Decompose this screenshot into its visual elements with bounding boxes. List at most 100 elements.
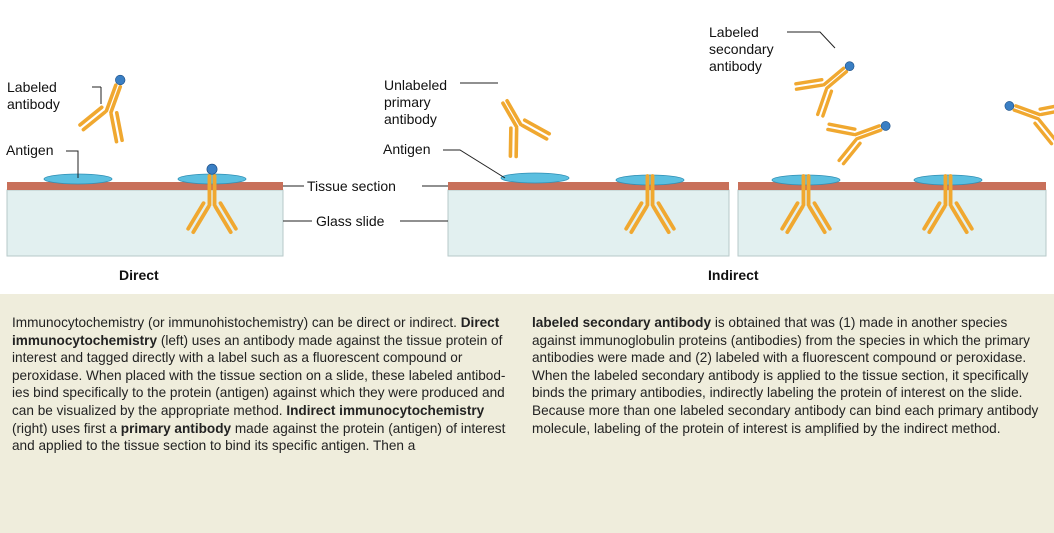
caption-left-run-4: (right) uses first a xyxy=(12,420,121,436)
secondary-bound-left-stem-a xyxy=(855,128,883,141)
secondary-bound-right-stem-a xyxy=(1014,104,1042,117)
labeled-antibody-free-arm-right-b xyxy=(78,105,104,127)
labeled-antibody-free-arm-left-a xyxy=(109,112,119,144)
secondary-bound-right-arm-right-a xyxy=(1037,118,1054,143)
primary-bound-3-arm-right-b xyxy=(922,201,942,231)
labeled-antibody-bound-arm-left-a xyxy=(213,204,233,235)
secondary-free-stem-b xyxy=(822,66,846,87)
unlabeled-primary-free-stem-b xyxy=(501,101,519,129)
caption-indirect: Indirect xyxy=(708,267,759,283)
caption-left-column: Immunocytochemistry (or immunohistochemi… xyxy=(12,314,520,455)
label-labeled-secondary-line2: secondary xyxy=(709,41,774,57)
antigen-1 xyxy=(177,173,247,185)
secondary-free-label-dot xyxy=(844,61,855,71)
label-labeled-antibody-line1: Labeled xyxy=(7,79,57,95)
antigen-2 xyxy=(500,172,570,184)
secondary-bound-right-arm-left-a xyxy=(1039,107,1054,117)
label-unlabeled-primary-line1: Unlabeled xyxy=(384,77,448,93)
labeled-antibody-free-arm-right-a xyxy=(81,110,107,132)
labeled-antibody-bound xyxy=(186,163,238,235)
primary-bound-2 xyxy=(780,174,832,235)
secondary-bound-left-arm-left-a xyxy=(837,138,858,163)
caption-left-run-0: Immunocytochemistry (or immunohistochemi… xyxy=(12,315,461,330)
caption-left-run-6: made against the protein (antigen) of in… xyxy=(12,420,506,454)
primary-bound-2-arm-right-a xyxy=(785,204,805,235)
glass-slide-2 xyxy=(737,189,1047,257)
unlabeled-primary-free-arm-right-b xyxy=(508,126,513,158)
secondary-bound-right xyxy=(1004,101,1054,146)
primary-bound-2-arm-right-b xyxy=(780,201,800,231)
primary-bound-1-arm-left-b xyxy=(656,201,676,231)
caption-box: Immunocytochemistry (or immunohistochemi… xyxy=(0,294,1054,533)
label-labeled-secondary: Labeled secondary antibody xyxy=(709,24,774,75)
unlabeled-primary-free-arm-left-b xyxy=(522,118,551,136)
primary-bound-3-arm-left-b xyxy=(954,201,974,231)
label-antigen-left: Antigen xyxy=(6,142,54,158)
secondary-bound-left-stem-b xyxy=(853,124,881,137)
primary-bound-1-arm-right-b xyxy=(624,201,644,231)
glass-slide-0 xyxy=(6,189,284,257)
antigen-4 xyxy=(771,174,841,186)
labeled-antibody-bound-arm-right-b xyxy=(186,201,206,231)
labeled-antibody-free-arm-left-b xyxy=(114,110,124,143)
leader-antigen-left xyxy=(66,150,79,178)
tissue-section-0 xyxy=(7,182,283,190)
antigen-3 xyxy=(615,174,685,186)
primary-bound-2-arm-left-a xyxy=(807,204,827,235)
primary-bound-3-arm-right-a xyxy=(927,204,947,235)
leader-labeled-secondary xyxy=(787,31,836,49)
labeled-antibody-free xyxy=(78,74,126,144)
label-glass-slide: Glass slide xyxy=(316,213,385,229)
labeled-antibody-free-label-dot xyxy=(115,74,126,86)
primary-bound-1-arm-right-a xyxy=(629,204,649,235)
label-unlabeled-primary-line3: antibody xyxy=(384,111,437,127)
tissue-section-2 xyxy=(738,182,1046,190)
secondary-bound-right-arm-left-b xyxy=(1038,102,1054,111)
caption-left-run-2: (left) uses an antibody made against the… xyxy=(12,332,506,418)
labeled-antibody-free-stem-b xyxy=(104,83,118,113)
caption-left-run-1: Direct immunocytochemistry xyxy=(12,315,500,348)
secondary-bound-left-label-dot xyxy=(880,121,891,131)
unlabeled-primary-free xyxy=(501,98,551,159)
unlabeled-primary-free-stem-a xyxy=(505,98,523,127)
secondary-free-arm-left-a xyxy=(815,87,828,117)
caption-left-run-3: Indirect immunocytochemistry xyxy=(286,402,485,418)
labeled-antibody-bound-arm-left-b xyxy=(218,201,238,231)
primary-bound-3-arm-left-a xyxy=(949,204,969,235)
secondary-free-arm-right-a xyxy=(794,83,825,91)
primary-bound-1-arm-left-a xyxy=(651,204,671,235)
secondary-free-arm-left-b xyxy=(821,89,834,118)
secondary-bound-right-stem-b xyxy=(1012,108,1040,121)
primary-bound-2-arm-left-b xyxy=(812,201,832,231)
immunocytochemistry-diagram: Labeled antibody Antigen Unlabeled prima… xyxy=(6,24,1054,283)
label-labeled-secondary-line3: antibody xyxy=(709,58,762,74)
unlabeled-primary-free-arm-left-a xyxy=(520,123,549,141)
labeled-antibody-free-stem-a xyxy=(109,85,123,115)
secondary-free xyxy=(794,61,855,118)
secondary-free-stem-a xyxy=(825,70,849,90)
secondary-bound-left-arm-right-a xyxy=(826,127,856,137)
caption-left-run-5: primary antibody xyxy=(120,420,232,436)
label-unlabeled-primary-line2: primary xyxy=(384,94,431,110)
glass-slide-1 xyxy=(447,189,730,257)
label-unlabeled-primary: Unlabeled primary antibody xyxy=(384,77,447,128)
caption-right-text: labeled secondary antibody is obtained t… xyxy=(532,314,1044,437)
tissue-section-1 xyxy=(448,182,729,190)
caption-direct: Direct xyxy=(119,267,159,283)
secondary-bound-left-arm-left-b xyxy=(841,141,862,166)
labeled-antibody-bound-arm-right-a xyxy=(191,204,211,235)
caption-right-run-0: labeled secondary antibody xyxy=(532,315,712,330)
caption-left-text: Immunocytochemistry (or immunohistochemi… xyxy=(12,314,520,455)
labeled-antibody-bound-label-dot xyxy=(206,163,218,175)
label-tissue-section: Tissue section xyxy=(307,178,396,194)
label-labeled-antibody-line2: antibody xyxy=(7,96,60,112)
secondary-bound-left xyxy=(826,121,891,166)
primary-bound-3 xyxy=(922,174,974,235)
secondary-free-arm-right-b xyxy=(794,77,824,86)
secondary-bound-right-arm-right-b xyxy=(1033,121,1054,146)
antigen-5 xyxy=(913,174,983,186)
leader-antigen-mid xyxy=(443,149,506,179)
caption-right-column: labeled secondary antibody is obtained t… xyxy=(532,314,1044,437)
diagram-canvas xyxy=(6,31,1054,257)
label-antigen-mid: Antigen xyxy=(383,141,431,157)
